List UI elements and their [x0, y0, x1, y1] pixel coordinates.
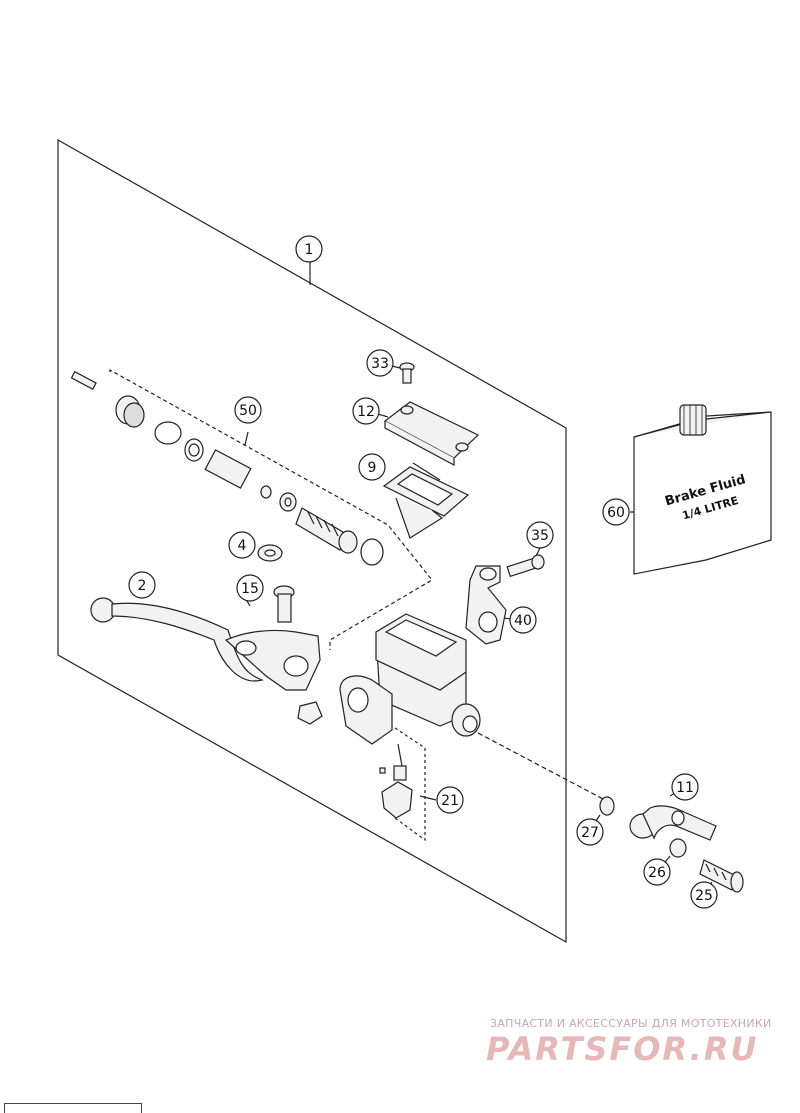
svg-text:60: 60	[607, 505, 625, 521]
callout-4: 4	[228, 531, 256, 559]
piston-kit	[115, 395, 384, 566]
svg-text:33: 33	[371, 356, 389, 372]
svg-text:1: 1	[305, 242, 314, 258]
brake-light-switch	[379, 743, 413, 819]
watermark-tagline: ЗАПЧАСТИ И АКСЕССУАРЫ ДЛЯ МОТОТЕХНИКИ	[490, 1017, 772, 1030]
callout-27: 27	[576, 818, 604, 846]
brake-lever	[90, 597, 321, 691]
brake-fluid-can	[633, 404, 772, 575]
callout-2: 2	[128, 571, 156, 599]
washer-26	[669, 838, 687, 858]
callout-1: 1	[295, 235, 323, 263]
reservoir-diaphragm	[382, 466, 470, 539]
svg-text:11: 11	[676, 780, 694, 796]
brake-hose	[629, 805, 717, 841]
callout-11: 11	[671, 773, 699, 801]
callout-60: 60	[602, 498, 630, 526]
svg-text:50: 50	[239, 403, 257, 419]
callout-33: 33	[366, 349, 394, 377]
svg-text:9: 9	[368, 460, 377, 476]
washer-27	[599, 796, 615, 816]
callout-50: 50	[234, 396, 262, 424]
watermark-brand: PARTSFOR.RU	[486, 1030, 759, 1068]
svg-text:15: 15	[241, 581, 259, 597]
svg-text:26: 26	[648, 865, 666, 881]
callout-25: 25	[690, 881, 718, 909]
push-rod-pin	[70, 370, 97, 390]
svg-text:12: 12	[357, 404, 375, 420]
pivot-bolt	[273, 585, 323, 725]
callout-26: 26	[643, 858, 671, 886]
svg-text:4: 4	[238, 538, 247, 554]
svg-text:35: 35	[531, 528, 549, 544]
svg-text:2: 2	[138, 578, 147, 594]
master-cylinder-body	[339, 613, 481, 745]
svg-text:21: 21	[441, 793, 459, 809]
screw-33	[399, 362, 415, 384]
drawing-code-strip	[4, 1103, 142, 1113]
callout-21: 21	[436, 786, 464, 814]
callout-15: 15	[236, 574, 264, 602]
callout-40: 40	[509, 606, 537, 634]
reservoir-cover	[383, 401, 480, 467]
svg-text:40: 40	[514, 613, 532, 629]
bolt-35	[506, 554, 545, 578]
assembly-boundary	[57, 138, 567, 944]
callout-35: 35	[526, 521, 554, 549]
banjo-bolt	[699, 859, 744, 893]
mirror-mount	[465, 565, 507, 645]
svg-text:25: 25	[695, 888, 713, 904]
svg-text:27: 27	[581, 825, 599, 841]
callout-12: 12	[352, 397, 380, 425]
callout-9: 9	[358, 453, 386, 481]
piston-kit-bracket	[109, 368, 433, 650]
